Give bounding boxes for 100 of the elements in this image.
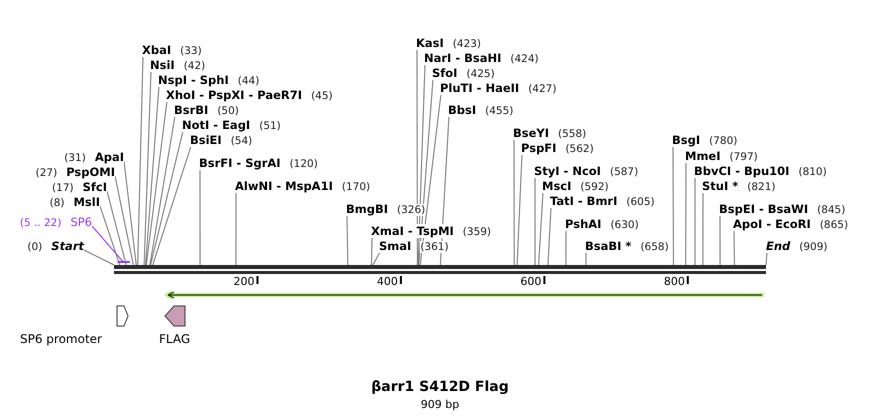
ruler-label: 400: [376, 275, 398, 288]
enzyme-name: BseYI: [513, 126, 550, 140]
site-position: (361): [420, 241, 449, 253]
site-position: (658): [640, 241, 669, 253]
site-position: (605): [626, 196, 655, 208]
enzyme-name: BspEI - BsaWI: [719, 202, 808, 216]
site-position: (558): [558, 128, 586, 140]
site-position: (592): [580, 181, 609, 193]
primer-name: SP6: [70, 215, 92, 229]
enzyme-name: ApaI: [94, 150, 124, 164]
site-position: (587): [610, 166, 638, 178]
enzyme-name: BsaBI *: [585, 239, 632, 253]
site-position: (562): [565, 143, 594, 155]
site-position: (27): [36, 167, 58, 179]
site-position: (8): [50, 197, 64, 209]
site-position: (630): [610, 219, 639, 231]
site-position: (810): [798, 166, 827, 178]
enzyme-name: MslI: [73, 195, 100, 209]
enzyme-name: SfoI: [432, 66, 458, 80]
leader-line: [372, 252, 380, 266]
site-position: (427): [528, 83, 556, 95]
leader-line: [516, 154, 522, 266]
leader-line: [146, 100, 168, 266]
leader-line: [149, 116, 176, 266]
site-position: (17): [52, 182, 74, 194]
leader-line: [565, 230, 566, 266]
site-position: (780): [709, 135, 738, 147]
enzyme-name: KasI: [416, 36, 444, 50]
leader-line: [114, 176, 134, 266]
leader-line: [534, 176, 536, 266]
site-position: (425): [466, 68, 495, 80]
ruler-label: 800: [664, 275, 685, 288]
leader-line: [235, 192, 236, 266]
enzyme-name: XhoI - PspXI - PaeR7I: [166, 88, 302, 102]
enzyme-name: StuI *: [702, 179, 738, 193]
leader-line: [152, 146, 192, 266]
leader-line: [145, 86, 160, 266]
enzyme-name: SmaI: [379, 239, 412, 253]
site-position: (909): [799, 241, 828, 253]
site-position: (424): [510, 53, 539, 65]
enzyme-name: BbvCI - Bpu10I: [694, 164, 790, 178]
site-position: (0): [27, 241, 42, 253]
enzyme-name: BsrBI: [174, 103, 208, 117]
leader-line: [685, 162, 686, 266]
site-position: (44): [238, 75, 260, 87]
ruler-label: 200: [233, 275, 254, 288]
site-position: (54): [230, 135, 252, 147]
site-position: (865): [820, 219, 848, 231]
leader-line: [538, 192, 544, 266]
enzyme-name: PspFI: [521, 141, 556, 155]
enzyme-name: MmeI: [685, 149, 721, 163]
enzyme-name: TatI - BmrI: [550, 194, 618, 208]
enzyme-name: SfcI: [82, 180, 107, 194]
leader-line: [734, 230, 735, 266]
site-position: (455): [485, 105, 514, 117]
enzyme-name: ApoI - EcoRI: [733, 217, 811, 231]
enzyme-name: MscI: [542, 179, 572, 193]
enzyme-name: StyI - NcoI: [534, 164, 601, 178]
enzyme-name: AlwNI - MspA1I: [235, 179, 333, 193]
map-title: βarr1 S412D Flag: [370, 379, 510, 395]
site-position: (821): [747, 181, 776, 193]
leader-line: [371, 236, 372, 266]
enzyme-name: NspI - SphI: [158, 73, 229, 87]
leader-line: [100, 206, 120, 266]
leader-line: [92, 226, 124, 262]
site-position: (51): [259, 120, 281, 132]
enzyme-name: NotI - EagI: [182, 118, 250, 132]
leader-line: [766, 252, 768, 266]
site-position: (170): [342, 181, 370, 193]
sequence-length: 909 bp: [420, 398, 460, 411]
site-position: (797): [730, 151, 758, 163]
enzyme-name: BmgBI: [346, 202, 388, 216]
enzyme-name: BsrFI - SgrAI: [199, 156, 281, 170]
site-position: (423): [452, 38, 482, 50]
dna-sequence-bar: [114, 265, 766, 276]
leader-line: [585, 252, 586, 266]
feature-label: FLAG: [159, 332, 190, 346]
enzyme-name: BbsI: [448, 103, 476, 117]
site-position: (326): [397, 204, 426, 216]
enzyme-name: NsiI: [150, 58, 175, 72]
leader-line: [150, 130, 184, 266]
leader-line: [672, 146, 674, 266]
enzyme-name: XmaI - TspMI: [371, 224, 454, 238]
leader-line: [200, 168, 201, 266]
enzyme-name: PspOMI: [66, 165, 115, 179]
enzyme-name: Start: [51, 239, 84, 253]
leader-line: [137, 56, 144, 266]
site-position: (5 .. 22): [20, 217, 62, 229]
enzyme-name: BsgI: [672, 133, 700, 147]
site-position: (50): [217, 105, 239, 117]
site-position: (120): [290, 158, 318, 170]
feature-label: SP6 promoter: [20, 332, 102, 346]
leader-line: [416, 48, 418, 266]
enzyme-name: PshAI: [565, 217, 602, 231]
enzyme-name: NarI - BsaHI: [424, 51, 502, 65]
leader-line: [418, 64, 426, 266]
site-position: (45): [311, 90, 333, 102]
leader-line: [514, 138, 515, 266]
site-position: (42): [184, 60, 206, 72]
leader-line: [702, 192, 704, 266]
